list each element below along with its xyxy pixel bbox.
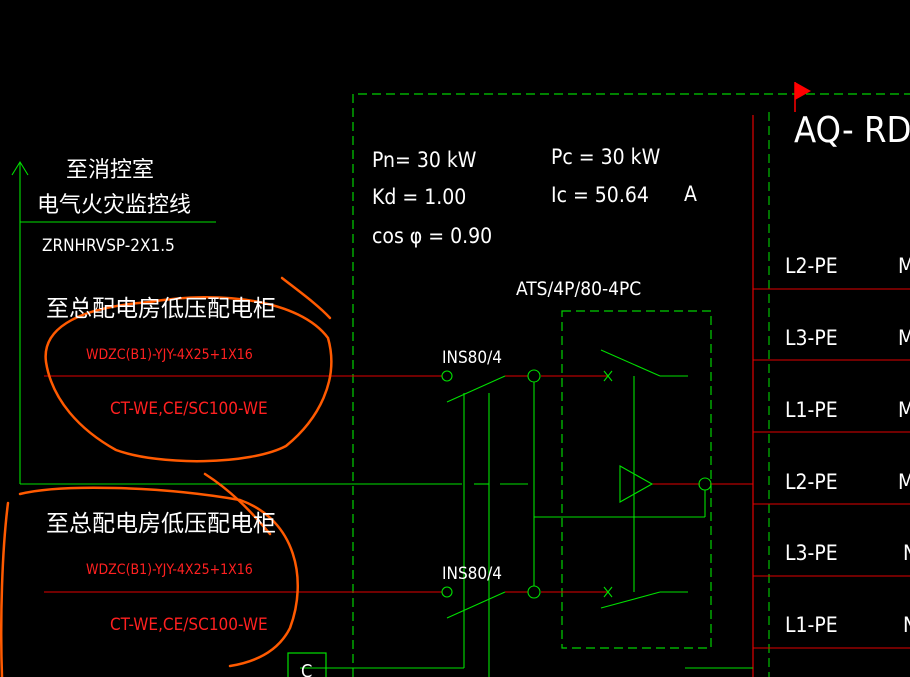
outgoing-circuit-lines xyxy=(753,288,910,649)
incoming-feeder-wires xyxy=(44,375,753,593)
bottom-box: C xyxy=(287,652,327,677)
circuit-3-phase: L1-PE xyxy=(785,398,838,422)
param-cos: cos φ = 0.90 xyxy=(372,224,492,248)
fire-monitor-line2: 电气火灾监控线 xyxy=(37,193,191,218)
param-ic-unit: A xyxy=(684,182,697,206)
feeder-1-conduit: CT-WE,CE/SC100-WE xyxy=(110,399,268,419)
switchgear-schematic xyxy=(300,349,753,677)
feeder-2-cable: WDZC(B1)-YJY-4X25+1X16 xyxy=(86,562,253,578)
fire-monitoring-wire xyxy=(11,160,528,485)
circuit-6-suffix: N xyxy=(903,613,910,637)
param-ic: Ic = 50.64 xyxy=(551,183,649,207)
switch-label-top: INS80/4 xyxy=(442,348,502,368)
feeder-1-labels: 至总配电房低压配电柜 WDZC(B1)-YJY-4X25+1X16 CT-WE,… xyxy=(46,296,276,419)
fire-monitor-labels: 至消控室 电气火灾监控线 ZRNHRVSP-2X1.5 xyxy=(37,158,191,256)
fire-monitor-cable: ZRNHRVSP-2X1.5 xyxy=(42,236,175,256)
circuit-5-phase: L3-PE xyxy=(785,541,838,565)
feeder-1-title: 至总配电房低压配电柜 xyxy=(46,296,276,322)
param-pc: Pc = 30 kW xyxy=(551,145,661,169)
circuit-1-suffix: M xyxy=(898,254,910,278)
feeder-2-conduit: CT-WE,CE/SC100-WE xyxy=(110,615,268,635)
load-parameters: Pn= 30 kW Pc = 30 kW Kd = 1.00 Ic = 50.6… xyxy=(372,145,697,248)
circuit-6-phase: L1-PE xyxy=(785,613,838,637)
box-mark: C xyxy=(301,661,312,677)
circuit-5-suffix: N xyxy=(903,541,910,565)
param-kd: Kd = 1.00 xyxy=(372,185,466,209)
circuit-4-suffix: M xyxy=(898,470,910,494)
circuit-3-suffix: M xyxy=(898,398,910,422)
feeder-1-cable: WDZC(B1)-YJY-4X25+1X16 xyxy=(86,347,253,363)
circuit-4-phase: L2-PE xyxy=(785,470,838,494)
circuit-2-phase: L3-PE xyxy=(785,326,838,350)
param-pn: Pn= 30 kW xyxy=(372,148,477,172)
panel-boundary xyxy=(352,93,910,677)
feeder-2-title: 至总配电房低压配电柜 xyxy=(46,511,276,537)
panel-title: AQ- RD xyxy=(794,110,910,151)
feeder-2-labels: 至总配电房低压配电柜 WDZC(B1)-YJY-4X25+1X16 CT-WE,… xyxy=(46,511,276,635)
fire-monitor-line1: 至消控室 xyxy=(66,158,154,183)
outgoing-circuit-labels: L2-PE M L3-PE M L1-PE M L2-PE M L3-PE N … xyxy=(785,254,910,637)
circuit-2-suffix: M xyxy=(898,326,910,350)
markup-annotations xyxy=(0,276,333,677)
switch-label-bottom: INS80/4 xyxy=(442,564,502,584)
circuit-1-phase: L2-PE xyxy=(785,254,838,278)
ats-label: ATS/4P/80-4PC xyxy=(516,278,641,300)
red-flag-marker-icon xyxy=(794,82,811,112)
